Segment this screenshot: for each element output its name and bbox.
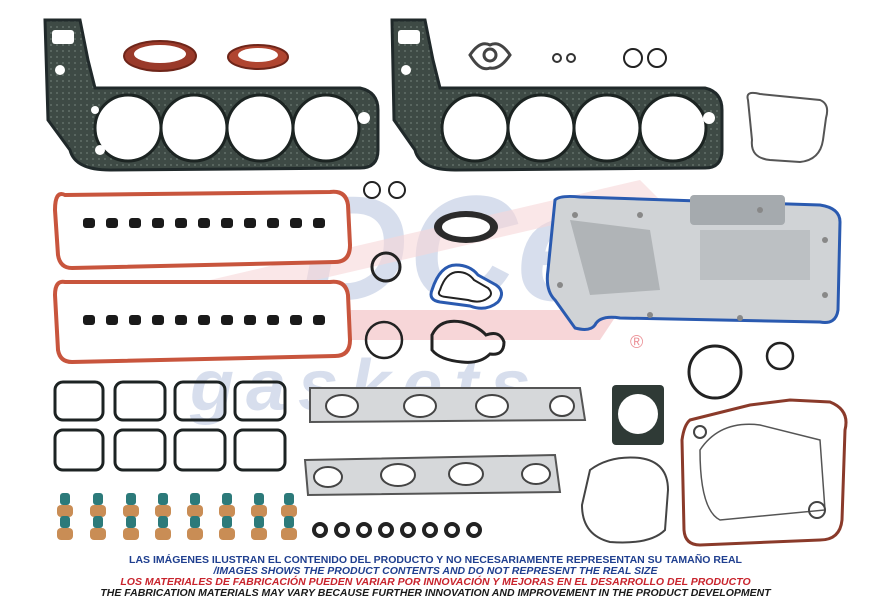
- o-ring-small-right: [765, 341, 795, 371]
- disclaimer-line-3: LOS MATERIALES DE FABRICACIÓN PUEDEN VAR…: [120, 576, 751, 588]
- water-outlet-gasket-blue: [429, 263, 503, 310]
- registered-mark: ®: [630, 332, 643, 352]
- thermostat-seal: [434, 211, 498, 243]
- oil-pan-gasket: [545, 194, 842, 331]
- disclaimer-line-1: LAS IMÁGENES ILUSTRAN EL CONTENIDO DEL P…: [129, 554, 742, 566]
- exhaust-manifold-gasket-upper: [309, 387, 587, 424]
- o-ring-large-mid: [364, 320, 404, 360]
- exhaust-manifold-gasket-lower: [303, 453, 562, 497]
- throttle-body-gasket: [612, 385, 664, 445]
- disclaimer-line-4: THE FABRICATION MATERIALS MAY VARY BECAU…: [100, 587, 771, 599]
- o-ring-large-right: [687, 344, 743, 400]
- disclaimer-line-2: /IMAGES SHOWS THE PRODUCT CONTENTS AND D…: [213, 565, 658, 577]
- intake-port-gaskets: [53, 380, 287, 472]
- valve-cover-gasket-upper: [52, 189, 353, 271]
- head-gasket-left: [43, 18, 380, 172]
- intake-plenum-loop: [580, 456, 670, 544]
- throttle-gasket-loop: [746, 91, 829, 164]
- valve-stem-seals: [57, 493, 297, 540]
- o-rings-mid-top: [363, 181, 406, 199]
- head-gasket-right: [390, 18, 724, 172]
- o-ring-single: [370, 251, 402, 283]
- timing-cover-gasket: [680, 398, 848, 547]
- water-pump-gasket: [430, 319, 506, 364]
- crank-seal-rear: [227, 44, 289, 70]
- spark-tube-seals: [312, 522, 482, 538]
- small-flange-gasket: [468, 42, 512, 71]
- valve-cover-gasket-lower: [52, 279, 353, 365]
- o-rings-medium-top: [623, 48, 667, 68]
- crank-seal-front: [123, 40, 197, 72]
- o-rings-small-top: [552, 53, 576, 63]
